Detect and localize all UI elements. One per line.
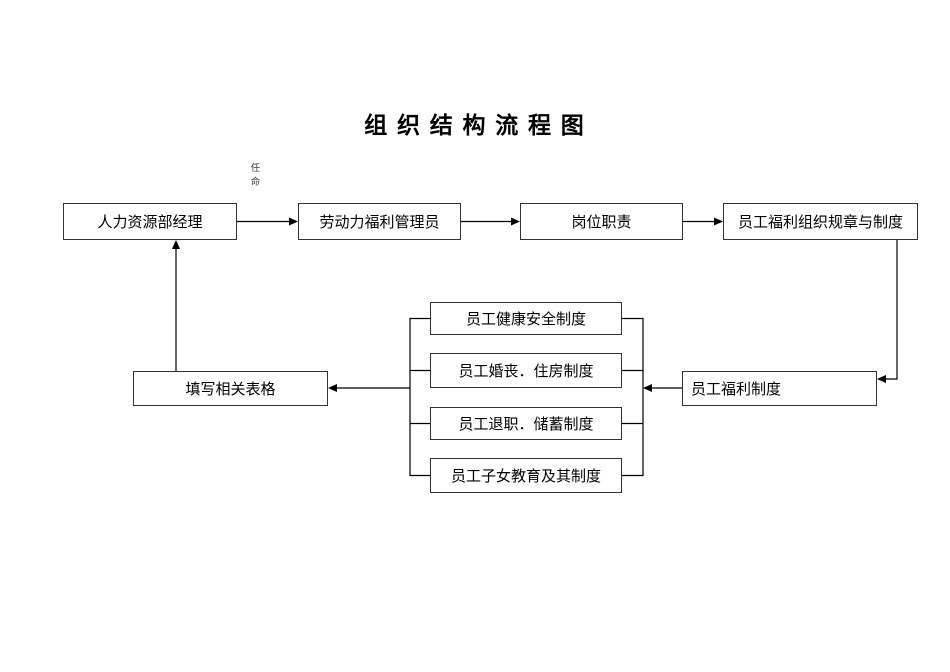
flow-node-marriage-housing: 员工婚丧．住房制度 (430, 353, 622, 388)
flow-node-label: 人力资源部经理 (97, 214, 203, 231)
flow-node-label: 劳动力福利管理员 (319, 214, 440, 231)
flow-node-label: 员工福利组织规章与制度 (737, 214, 903, 231)
flow-node-label: 岗位职责 (571, 214, 632, 231)
flow-node-welfare-admin: 劳动力福利管理员 (298, 203, 461, 240)
flow-node-label: 员工子女教育及其制度 (450, 468, 601, 485)
flow-node-label: 员工退职．储蓄制度 (458, 416, 594, 433)
bracket-left (409, 317, 430, 477)
flow-node-health-safety: 员工健康安全制度 (430, 302, 622, 335)
bracket-right (622, 317, 644, 477)
flow-node-children-education: 员工子女教育及其制度 (430, 458, 622, 493)
arrow-orgrules-to-welfare (877, 240, 898, 383)
flow-node-label: 填写相关表格 (185, 381, 276, 398)
flow-node-label: 员工健康安全制度 (465, 311, 586, 328)
flow-node-job-duties: 岗位职责 (520, 203, 683, 240)
flow-node-welfare-system: 员工福利制度 (682, 371, 877, 406)
page-title: 组 织 结 构 流 程 图 (364, 113, 586, 138)
flow-node-retirement-savings: 员工退职．储蓄制度 (430, 407, 622, 440)
flow-node-label: 员工婚丧．住房制度 (458, 363, 594, 380)
flow-node-label: 员工福利制度 (691, 381, 782, 398)
flow-node-org-rules: 员工福利组织规章与制度 (723, 203, 918, 240)
flow-node-fill-forms: 填写相关表格 (133, 371, 328, 406)
edge-label-appointment: 任命 (250, 163, 261, 188)
flow-node-hr-manager: 人力资源部经理 (63, 203, 237, 240)
